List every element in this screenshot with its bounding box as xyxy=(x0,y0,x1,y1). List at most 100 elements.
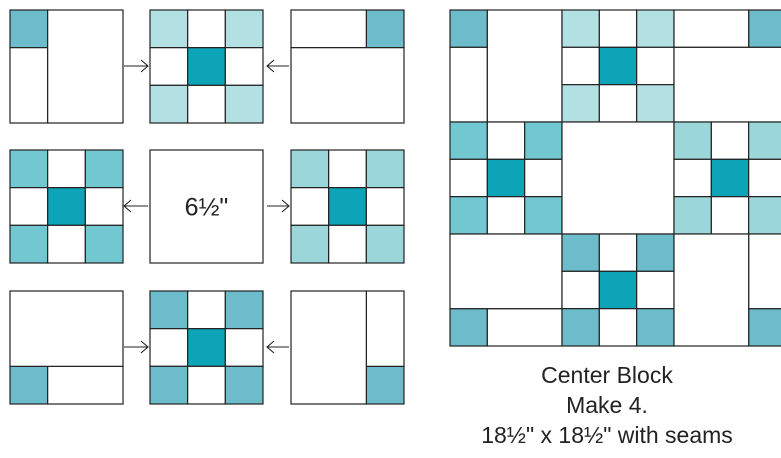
arrow-left-icon xyxy=(266,340,289,354)
nine-patch-square xyxy=(365,224,405,264)
nine-patch-square xyxy=(636,46,675,86)
nine-patch-square xyxy=(598,233,638,272)
nine-patch-square xyxy=(328,149,367,189)
finished-center-block xyxy=(449,9,781,347)
corner-square xyxy=(748,308,781,347)
nine-patch-square xyxy=(710,196,750,235)
arrow-right-icon xyxy=(124,59,149,73)
center-square-size-label: 6½" xyxy=(185,194,229,222)
corner-square xyxy=(449,308,488,347)
corner-unit-bottom-right xyxy=(290,290,405,405)
nine-patch-square xyxy=(561,233,600,272)
bottom-strip xyxy=(486,308,563,347)
nine-patch-square xyxy=(9,187,49,226)
center-square xyxy=(149,149,264,264)
large-rectangle xyxy=(290,290,367,405)
nine-patch-unit-left xyxy=(9,149,124,264)
nine-patch-square xyxy=(598,46,638,86)
caption-quantity: Make 4. xyxy=(566,392,648,418)
block-center-square xyxy=(561,121,675,235)
nine-patch-square xyxy=(149,9,189,49)
large-rectangle xyxy=(449,233,563,310)
nine-patch-square xyxy=(47,187,86,226)
block-corner-bottom-left xyxy=(449,233,563,347)
block-nine-patch-top xyxy=(561,9,675,123)
nine-patch-square xyxy=(636,233,675,272)
nine-patch-square xyxy=(524,196,563,235)
nine-patch-square xyxy=(598,308,638,347)
nine-patch-square xyxy=(149,365,189,405)
nine-patch-square xyxy=(9,149,49,189)
nine-patch-square xyxy=(449,158,488,198)
nine-patch-square xyxy=(187,328,226,367)
nine-patch-square xyxy=(486,121,526,160)
nine-patch-square xyxy=(636,308,675,347)
arrow-left-icon xyxy=(123,199,148,213)
nine-patch-square xyxy=(290,224,330,264)
arrow-right-icon xyxy=(124,340,149,354)
nine-patch-square xyxy=(47,224,86,264)
block-nine-patch-left xyxy=(449,121,563,235)
nine-patch-square xyxy=(636,84,675,123)
nine-patch-square xyxy=(328,187,367,226)
arrow-right-icon xyxy=(267,199,290,213)
corner-unit-bottom-left xyxy=(9,290,124,405)
caption-size: 18½" x 18½" with seams xyxy=(481,422,733,448)
nine-patch-square xyxy=(486,158,526,198)
large-rectangle xyxy=(47,9,124,124)
large-rectangle xyxy=(673,46,781,123)
nine-patch-square xyxy=(636,270,675,310)
corner-square xyxy=(365,365,405,405)
nine-patch-square xyxy=(9,224,49,264)
nine-patch-square xyxy=(149,290,189,330)
nine-patch-square xyxy=(149,84,189,124)
nine-patch-square xyxy=(187,290,226,330)
block-corner-top-right xyxy=(673,9,781,123)
nine-patch-square xyxy=(561,308,600,347)
nine-patch-square xyxy=(149,328,189,367)
nine-patch-square xyxy=(224,9,264,49)
nine-patch-square xyxy=(598,84,638,123)
corner-unit-top-left xyxy=(9,9,124,124)
nine-patch-square xyxy=(290,187,330,226)
nine-patch-square xyxy=(290,149,330,189)
corner-square xyxy=(9,365,49,405)
caption-title: Center Block xyxy=(541,362,673,388)
nine-patch-unit-right xyxy=(290,149,405,264)
nine-patch-square xyxy=(224,328,264,367)
nine-patch-square xyxy=(598,9,638,48)
nine-patch-square xyxy=(710,121,750,160)
unit-assembly: 6½" xyxy=(9,9,405,405)
nine-patch-square xyxy=(598,270,638,310)
nine-patch-square xyxy=(524,158,563,198)
nine-patch-square xyxy=(561,270,600,310)
nine-patch-square xyxy=(328,224,367,264)
corner-square xyxy=(748,9,781,48)
nine-patch-square xyxy=(748,196,781,235)
nine-patch-unit-bottom xyxy=(149,290,264,405)
caption: Center Block Make 4. 18½" x 18½" with se… xyxy=(433,360,781,450)
nine-patch-square xyxy=(673,158,712,198)
nine-patch-square xyxy=(365,187,405,226)
side-strip xyxy=(9,47,49,124)
nine-patch-square xyxy=(673,196,712,235)
corner-unit-top-right xyxy=(290,9,405,124)
nine-patch-unit-top xyxy=(149,9,264,124)
nine-patch-square xyxy=(187,47,226,86)
nine-patch-square xyxy=(224,84,264,124)
nine-patch-square xyxy=(84,224,124,264)
top-strip xyxy=(290,9,367,49)
nine-patch-square xyxy=(187,365,226,405)
nine-patch-square xyxy=(84,149,124,189)
nine-patch-square xyxy=(486,196,526,235)
corner-square xyxy=(449,9,488,48)
side-strip xyxy=(365,290,405,367)
nine-patch-square xyxy=(224,47,264,86)
top-strip xyxy=(673,9,750,48)
corner-square xyxy=(9,9,49,49)
nine-patch-square xyxy=(636,9,675,48)
nine-patch-square xyxy=(524,121,563,160)
nine-patch-square xyxy=(47,149,86,189)
large-rectangle xyxy=(486,9,563,123)
